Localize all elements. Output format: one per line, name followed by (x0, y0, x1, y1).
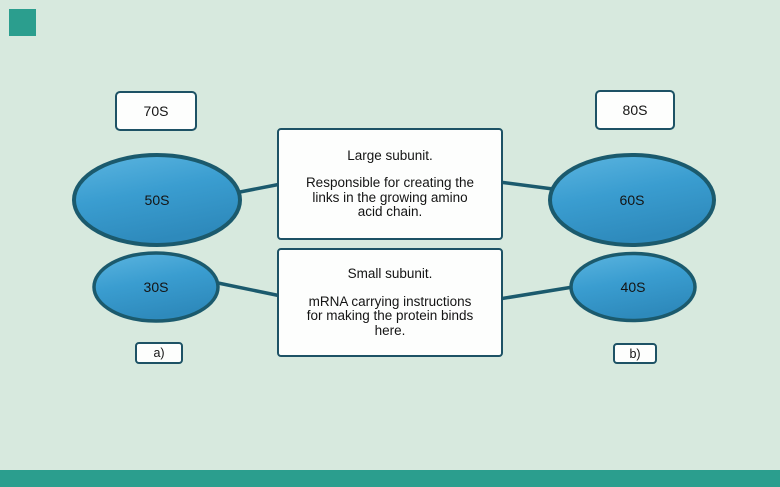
connector-large-note-to-60s (498, 180, 554, 191)
corner-accent-square (9, 9, 36, 36)
note-title-small-subunit: Small subunit. (347, 266, 433, 281)
tag-box-80s: 80S (595, 90, 675, 130)
note-body-small-subunit: mRNA carrying instructions for making th… (306, 293, 474, 338)
connector-small-note-to-40s (498, 285, 574, 301)
note-title-large-subunit: Large subunit. (347, 147, 433, 163)
tag-box-70s: 70S (115, 91, 197, 131)
ellipse-label-60s: 60S (619, 192, 645, 208)
caption-box-b: b) (613, 343, 657, 364)
ellipse-50s (72, 153, 242, 247)
caption-label-a: a) (153, 346, 165, 360)
tag-label-70s: 70S (143, 103, 169, 119)
ellipse-label-30s: 30S (143, 279, 169, 295)
ellipse-label-50s: 50S (144, 192, 170, 208)
ellipse-60s (548, 153, 716, 247)
note-box-large-subunit: Large subunit. Responsible for creating … (277, 128, 503, 240)
note-body-large-subunit: Responsible for creating the links in th… (305, 175, 475, 219)
caption-box-a: a) (135, 342, 183, 364)
connector-30s-to-small-note (217, 281, 282, 298)
caption-label-b: b) (629, 346, 641, 361)
ellipse-40s (569, 251, 697, 323)
tag-label-80s: 80S (622, 102, 648, 118)
footer-accent-bar (0, 470, 780, 487)
connector-50s-to-large-note (239, 182, 282, 194)
ellipse-label-40s: 40S (620, 279, 646, 295)
note-box-small-subunit: Small subunit. mRNA carrying instruction… (277, 248, 503, 357)
ellipse-30s (92, 251, 220, 323)
